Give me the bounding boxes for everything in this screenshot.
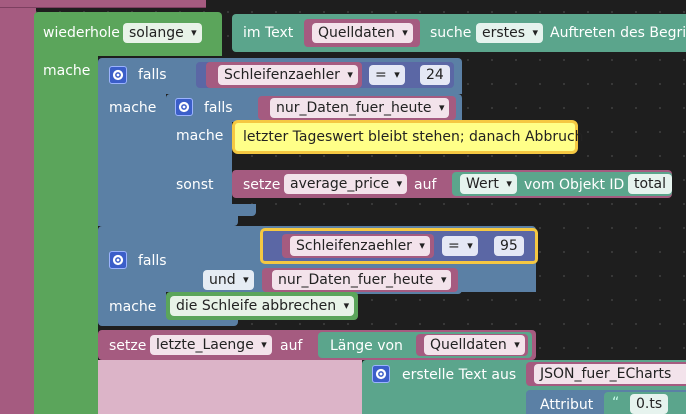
comment-text: letzter Tageswert bleibt stehen; danach …	[243, 129, 584, 145]
gear-icon[interactable]	[175, 98, 193, 116]
break-dropdown[interactable]: die Schleife abbrechen	[170, 296, 355, 316]
length-of-label: Länge von	[330, 338, 403, 354]
set1-var-dropdown[interactable]: average_price	[284, 174, 408, 194]
if1-label: falls	[138, 67, 167, 83]
indexof-tail-label: Auftreten des Begrif	[550, 25, 686, 41]
comment-block[interactable]	[232, 120, 578, 154]
repeat-mode-dropdown[interactable]: solange	[123, 23, 202, 43]
gear-icon[interactable]	[109, 66, 127, 84]
quote-icon: “	[612, 395, 620, 411]
indexof-var-dropdown[interactable]: Quelldaten	[312, 23, 413, 43]
if1-var-dropdown[interactable]: Schleifenzaehler	[218, 65, 358, 85]
if2-var-dropdown[interactable]: nur_Daten_fuer_heute	[270, 98, 450, 118]
indexof-search-label: suche	[430, 25, 472, 41]
length-src-dropdown[interactable]: Quelldaten	[424, 335, 525, 355]
repeat-label: wiederhole	[43, 25, 120, 41]
if3-var2-dropdown[interactable]: nur_Daten_fuer_heute	[272, 270, 452, 290]
if1-do-label: mache	[109, 100, 157, 116]
if-block-1-spine	[98, 94, 166, 226]
create-label: erstelle Text aus	[402, 367, 517, 383]
attr-label: Attribut	[540, 397, 594, 413]
outer-variable-top	[0, 0, 206, 8]
attr-value-field[interactable]: 0.ts	[630, 394, 669, 414]
if-block-2-bottom	[166, 204, 256, 216]
if-block-1-bottom	[98, 214, 238, 226]
set2-var-dropdown[interactable]: letzte_Laenge	[150, 335, 272, 355]
set1-id-field[interactable]: total	[628, 174, 673, 194]
set1-prop-dropdown[interactable]: Wert	[460, 174, 517, 194]
create-var-field[interactable]: JSON_fuer_ECharts	[534, 364, 686, 384]
if3-operator-dropdown[interactable]: =	[442, 236, 478, 256]
set2-label: setze	[109, 338, 147, 354]
set1-from-label: vom Objekt ID	[524, 177, 625, 193]
if-block-3-bottom	[98, 316, 238, 326]
if2-label: falls	[204, 100, 233, 116]
indexof-label: im Text	[243, 25, 294, 41]
set1-label: setze	[243, 177, 281, 193]
set-length-lower	[98, 360, 362, 414]
if3-and-dropdown[interactable]: und	[203, 270, 254, 290]
if1-value-field[interactable]: 24	[420, 65, 450, 85]
if3-var-dropdown[interactable]: Schleifenzaehler	[290, 236, 430, 256]
if3-do-label: mache	[109, 299, 157, 315]
gear-icon[interactable]	[372, 365, 390, 383]
set1-to-label: auf	[414, 177, 437, 193]
repeat-while-spine	[34, 56, 98, 414]
repeat-do-label: mache	[43, 63, 91, 79]
gear-icon[interactable]	[109, 251, 127, 269]
if3-value-field[interactable]: 95	[494, 236, 524, 256]
if1-operator-dropdown[interactable]: =	[369, 65, 405, 85]
if3-label: falls	[138, 253, 167, 269]
indexof-which-dropdown[interactable]: erstes	[476, 23, 544, 43]
if2-else-label: sonst	[176, 177, 214, 193]
if2-do-label: mache	[176, 128, 224, 144]
if-block-2-spine	[166, 122, 232, 216]
outer-variable-strip	[0, 0, 36, 414]
set2-to-label: auf	[280, 338, 303, 354]
